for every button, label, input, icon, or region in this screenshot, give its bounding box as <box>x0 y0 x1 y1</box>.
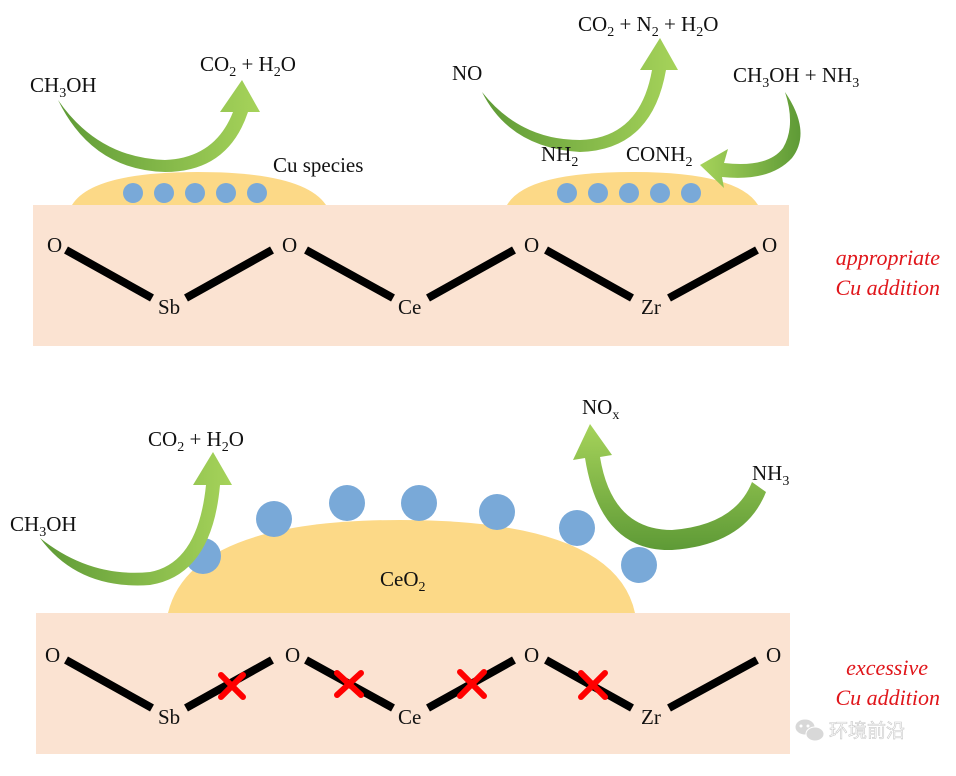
broken-bond-mark <box>578 670 608 700</box>
cu-particle <box>621 547 657 583</box>
wechat-icon <box>794 718 825 742</box>
bond <box>184 246 274 302</box>
atom-o: O <box>47 233 62 257</box>
curved-arrow-left-bottom <box>40 452 232 586</box>
atom-zr: Zr <box>641 705 661 729</box>
side-label-line: Cu addition <box>835 275 940 300</box>
cu-particle <box>216 183 236 203</box>
cu-particle <box>247 183 267 203</box>
atom-o: O <box>282 233 297 257</box>
cu-particles-bottom <box>185 485 657 583</box>
side-label-excessive: excessive Cu addition <box>835 655 940 710</box>
atom-zr: Zr <box>641 295 661 319</box>
broken-bond-mark <box>218 672 246 700</box>
label-nh2: NH2 <box>541 142 578 170</box>
atom-ce: Ce <box>398 295 421 319</box>
label-ch3oh-bottom: CH3OH <box>10 512 77 540</box>
label-conh2: CONH2 <box>626 142 693 170</box>
bond <box>667 656 759 712</box>
cu-particle <box>681 183 701 203</box>
atom-o: O <box>766 643 781 667</box>
cu-particle <box>559 510 595 546</box>
label-co2-h2o-bottom: CO2 + H2O <box>148 427 244 455</box>
curved-arrow-no <box>482 38 678 152</box>
bond <box>544 246 634 302</box>
curved-arrow-nh3 <box>700 92 801 188</box>
substrate-top <box>33 205 789 346</box>
curved-arrow-left-top <box>58 80 260 172</box>
broken-bond-mark <box>457 669 487 699</box>
label-cu-species: Cu species <box>273 153 363 177</box>
cu-particle <box>329 485 365 521</box>
atom-ce: Ce <box>398 705 421 729</box>
atom-sb: Sb <box>158 295 180 319</box>
atom-o: O <box>762 233 777 257</box>
broken-bond-mark <box>334 670 364 698</box>
side-label-line: Cu addition <box>835 685 940 710</box>
side-label-appropriate: appropriate Cu addition <box>835 245 940 300</box>
label-nox: NOx <box>582 395 619 423</box>
cu-particle <box>479 494 515 530</box>
label-co2-n2-h2o: CO2 + N2 + H2O <box>578 12 718 40</box>
label-co2-h2o: CO2 + H2O <box>200 52 296 80</box>
label-nh3-bottom: NH3 <box>752 461 789 489</box>
substrate-bottom <box>36 613 790 754</box>
side-label-line: appropriate <box>836 245 941 270</box>
atom-o: O <box>524 643 539 667</box>
cu-particle <box>123 183 143 203</box>
atom-o: O <box>285 643 300 667</box>
label-no: NO <box>452 61 482 85</box>
label-ch3oh-nh3: CH3OH + NH3 <box>733 63 859 91</box>
bonds-top <box>64 246 759 302</box>
label-ch3oh: CH3OH <box>30 73 97 101</box>
cu-particle <box>154 183 174 203</box>
atom-o: O <box>45 643 60 667</box>
curved-arrow-nh3-bottom <box>573 424 766 551</box>
atoms-bottom: O Sb O Ce O Zr O <box>45 643 781 729</box>
top-panel: O Sb O Ce O Zr O CH3OH CO2 + H2O Cu spec… <box>30 12 940 346</box>
bond <box>64 656 154 712</box>
bond <box>304 246 395 302</box>
cu-particles-left <box>123 183 267 203</box>
watermark: 环境前沿 <box>794 718 905 742</box>
cu-particle <box>256 501 292 537</box>
atom-o: O <box>524 233 539 257</box>
bottom-panel: CeO2 <box>10 395 940 754</box>
side-label-line: excessive <box>846 655 928 680</box>
label-ceo2: CeO2 <box>380 567 426 595</box>
broken-bond-marks <box>218 669 608 700</box>
cu-particle <box>185 183 205 203</box>
bond <box>667 246 759 302</box>
bond <box>426 246 516 302</box>
watermark-text: 环境前沿 <box>829 720 905 742</box>
cu-particle <box>619 183 639 203</box>
cu-particle <box>588 183 608 203</box>
atoms-top: O Sb O Ce O Zr O <box>47 233 777 319</box>
cu-particles-right <box>557 183 701 203</box>
bond <box>64 246 154 302</box>
ceo2-mound <box>168 520 635 613</box>
cu-particle <box>401 485 437 521</box>
cu-particle <box>650 183 670 203</box>
cu-particle <box>557 183 577 203</box>
atom-sb: Sb <box>158 705 180 729</box>
